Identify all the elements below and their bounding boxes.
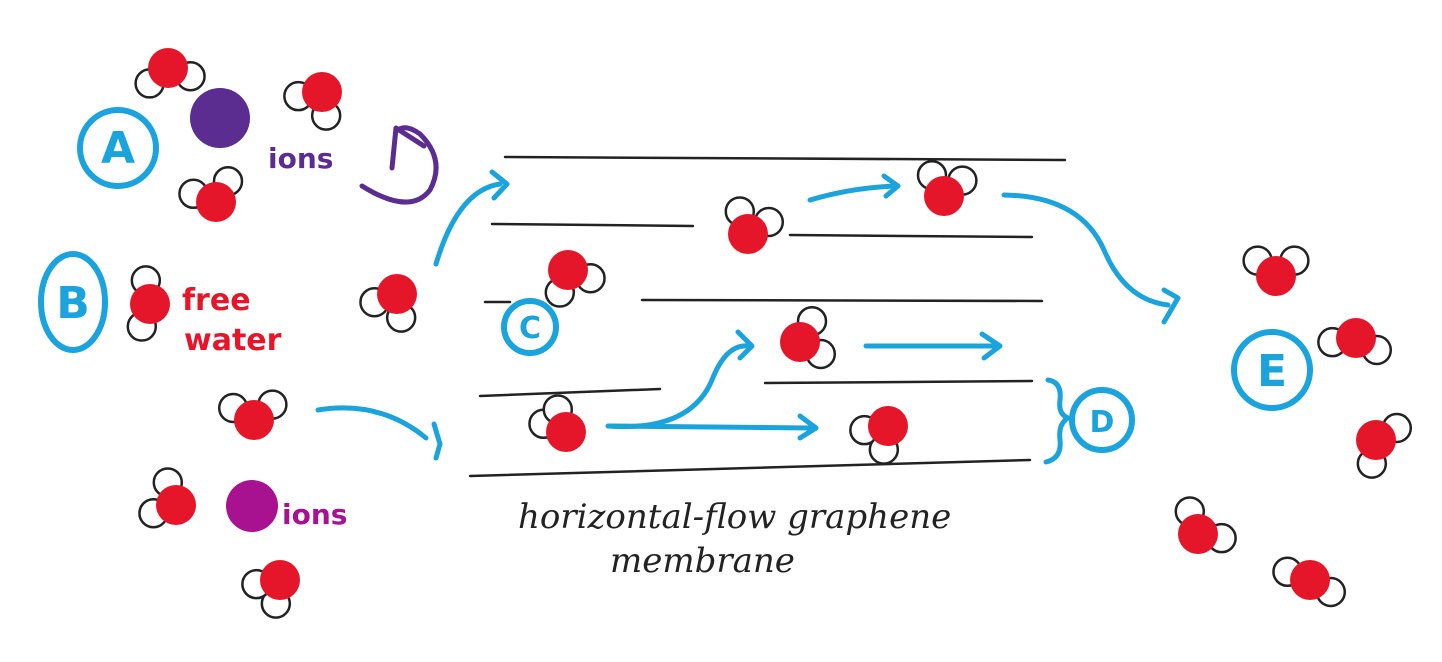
water-molecule-icon bbox=[724, 196, 785, 254]
water-molecule-icon bbox=[1272, 556, 1347, 608]
label-ring bbox=[501, 298, 559, 356]
label-ring bbox=[1069, 387, 1135, 453]
water-molecule-icon bbox=[126, 265, 170, 342]
oxygen-atom bbox=[1336, 318, 1376, 358]
oxygen-atom bbox=[302, 72, 342, 112]
arrow-icon bbox=[315, 405, 443, 461]
arrow-icon bbox=[605, 329, 755, 430]
ions-bottom-label: ions bbox=[282, 498, 347, 531]
water-molecule-icon bbox=[283, 72, 342, 131]
sheet-line bbox=[468, 458, 1032, 478]
label-ring bbox=[77, 107, 159, 189]
free-water-label: free water bbox=[182, 283, 282, 358]
free-label-line1: free bbox=[182, 283, 251, 318]
label-letter: C bbox=[519, 311, 541, 346]
cycle-arrow-icon bbox=[359, 125, 439, 205]
water-molecule-icon bbox=[1317, 318, 1393, 366]
oxygen-atom bbox=[377, 274, 417, 314]
label-letter: E bbox=[1257, 346, 1287, 397]
water-molecule-icon bbox=[241, 560, 300, 619]
oxygen-atom bbox=[924, 176, 964, 216]
water-molecule-icon bbox=[1242, 245, 1310, 296]
brace-icon bbox=[1043, 377, 1071, 465]
water-molecule-icon bbox=[178, 165, 244, 222]
water-molecule-icon bbox=[1356, 412, 1413, 479]
arrow-icon bbox=[1001, 192, 1181, 325]
water-molecule-icon bbox=[138, 467, 196, 529]
label-letter: B bbox=[56, 278, 90, 329]
water-molecule-icon bbox=[544, 250, 606, 308]
graphene-sheets bbox=[468, 155, 1067, 478]
oxygen-atom bbox=[1356, 420, 1396, 460]
oxygen-atom bbox=[156, 485, 196, 525]
water-molecule-icon bbox=[916, 159, 978, 216]
oxygen-atom bbox=[1256, 256, 1296, 296]
label-e: E bbox=[1231, 329, 1313, 411]
water-molecule-icon bbox=[359, 274, 417, 333]
oxygen-atom bbox=[1178, 514, 1218, 554]
arrow-icon bbox=[863, 331, 1003, 361]
label-d: D bbox=[1043, 377, 1135, 465]
caption-line2: membrane bbox=[610, 541, 795, 581]
water-molecule-icon bbox=[849, 406, 908, 465]
oxygen-atom bbox=[196, 182, 236, 222]
ion-bottom-icon bbox=[226, 480, 278, 532]
caption-line1: horizontal-flow graphene bbox=[518, 497, 951, 537]
sheet-line bbox=[640, 298, 1044, 303]
ion-top-icon bbox=[190, 88, 250, 148]
oxygen-atom bbox=[130, 284, 170, 324]
oxygen-atom bbox=[234, 400, 274, 440]
water-molecule-icon bbox=[780, 305, 837, 370]
arrow-icon bbox=[607, 413, 819, 441]
label-letter: A bbox=[101, 123, 135, 174]
arrow-icon bbox=[433, 169, 510, 267]
oxygen-atom bbox=[1290, 560, 1330, 600]
sheet-line bbox=[490, 222, 695, 228]
water-molecule-icon bbox=[217, 389, 288, 440]
caption: horizontal-flow graphene membrane bbox=[518, 497, 962, 581]
label-b: B bbox=[38, 251, 108, 353]
ions-top-label: ions bbox=[268, 142, 333, 175]
sheet-line bbox=[763, 379, 1034, 385]
free-label-line2: water bbox=[184, 323, 282, 358]
sheet-line bbox=[788, 233, 1034, 239]
oxygen-atom bbox=[546, 412, 586, 452]
sheet-line bbox=[503, 155, 1067, 162]
label-c: C bbox=[501, 298, 559, 356]
oxygen-atom bbox=[548, 250, 588, 290]
water-molecule-icon bbox=[134, 48, 206, 99]
oxygen-atom bbox=[148, 48, 188, 88]
arrow-icon bbox=[807, 173, 901, 203]
label-ring bbox=[1231, 329, 1313, 411]
label-ring bbox=[38, 251, 108, 353]
oxygen-atom bbox=[260, 560, 300, 600]
oxygen-atom bbox=[728, 214, 768, 254]
water-molecule-icon bbox=[1174, 496, 1237, 554]
water-molecule-icon bbox=[528, 394, 586, 452]
flow-arrows bbox=[315, 169, 1181, 461]
water-molecules bbox=[126, 48, 1413, 619]
label-letter: D bbox=[1090, 405, 1115, 440]
oxygen-atom bbox=[780, 322, 820, 362]
oxygen-atom bbox=[868, 406, 908, 446]
sheet-line bbox=[478, 387, 662, 398]
label-a: A bbox=[77, 107, 159, 189]
